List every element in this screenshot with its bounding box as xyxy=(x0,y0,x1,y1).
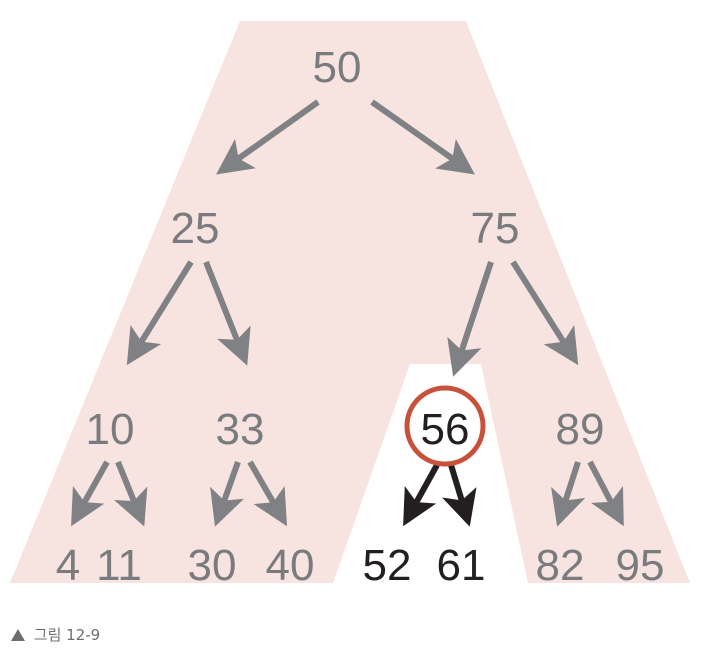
node-52: 52 xyxy=(363,541,412,590)
node-56: 56 xyxy=(421,405,470,454)
node-33: 33 xyxy=(216,405,265,454)
figure-caption: 그림 12-9 xyxy=(11,624,100,645)
edge-25-to-33 xyxy=(203,260,251,366)
node-95: 95 xyxy=(616,541,665,590)
edge-25-to-10 xyxy=(126,260,194,366)
edge-89-to-82 xyxy=(551,461,586,527)
edge-layer xyxy=(71,99,624,527)
edge-89-to-95 xyxy=(587,460,624,527)
node-layer: 50 25 75 10 33 56 89 4 11 30 40 52 61 82 95 xyxy=(56,43,665,590)
edge-75-to-89 xyxy=(510,260,579,366)
search-target-circle xyxy=(404,385,486,467)
node-40: 40 xyxy=(266,541,315,590)
edge-75-to-56 xyxy=(447,261,494,377)
node-50: 50 xyxy=(313,43,362,92)
node-11: 11 xyxy=(96,541,142,590)
edge-33-to-30 xyxy=(210,460,245,527)
node-10: 10 xyxy=(86,405,135,454)
edge-56-to-52 xyxy=(403,463,440,527)
edge-50-to-25 xyxy=(216,99,320,175)
edge-10-to-11 xyxy=(114,460,148,527)
edge-50-to-75 xyxy=(370,99,475,175)
node-61: 61 xyxy=(437,541,486,590)
node-82: 82 xyxy=(536,541,585,590)
node-75: 75 xyxy=(471,204,520,253)
node-4: 4 xyxy=(56,541,80,590)
node-25: 25 xyxy=(171,204,220,253)
searched-region-shading xyxy=(10,21,690,583)
caption-text: 그림 12-9 xyxy=(33,626,101,644)
node-89: 89 xyxy=(556,405,605,454)
triangle-up-icon xyxy=(11,629,25,641)
node-30: 30 xyxy=(188,541,237,590)
edge-10-to-4 xyxy=(71,460,110,527)
edge-33-to-40 xyxy=(247,460,287,527)
edge-56-to-61 xyxy=(442,464,477,527)
